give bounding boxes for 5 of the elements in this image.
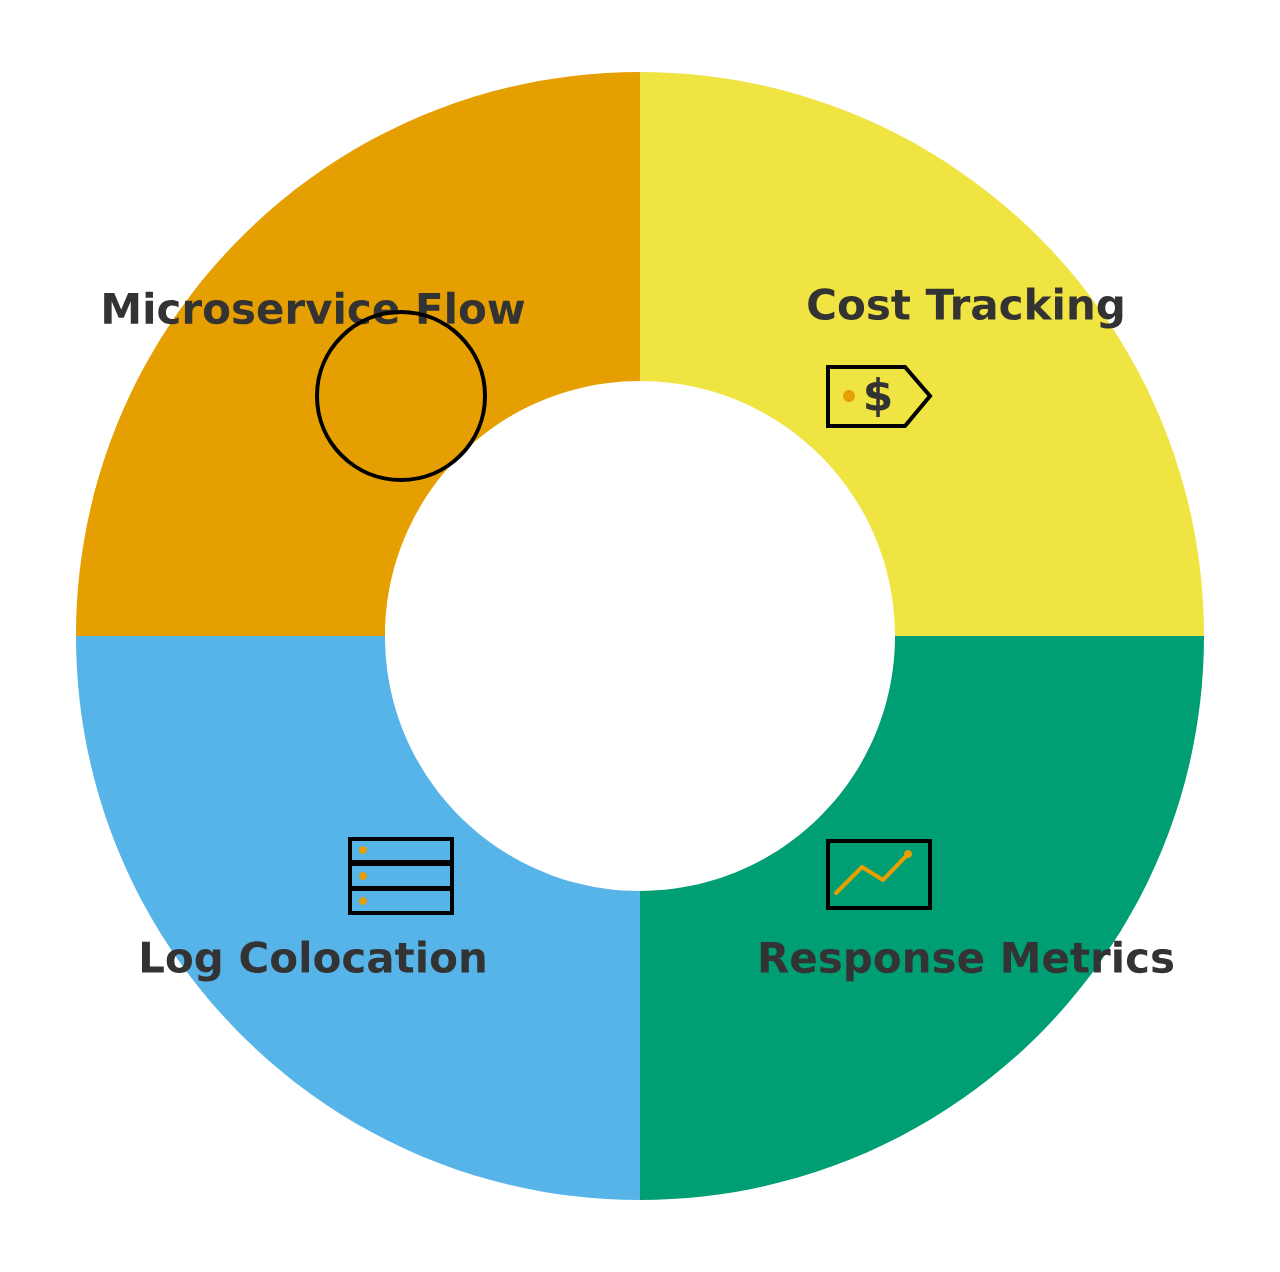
dollar-sign: $ bbox=[866, 377, 891, 417]
donut-segment bbox=[640, 636, 1204, 1200]
donut-segment bbox=[76, 636, 640, 1200]
donut-segment bbox=[640, 72, 1204, 636]
donut-segment bbox=[76, 72, 640, 636]
